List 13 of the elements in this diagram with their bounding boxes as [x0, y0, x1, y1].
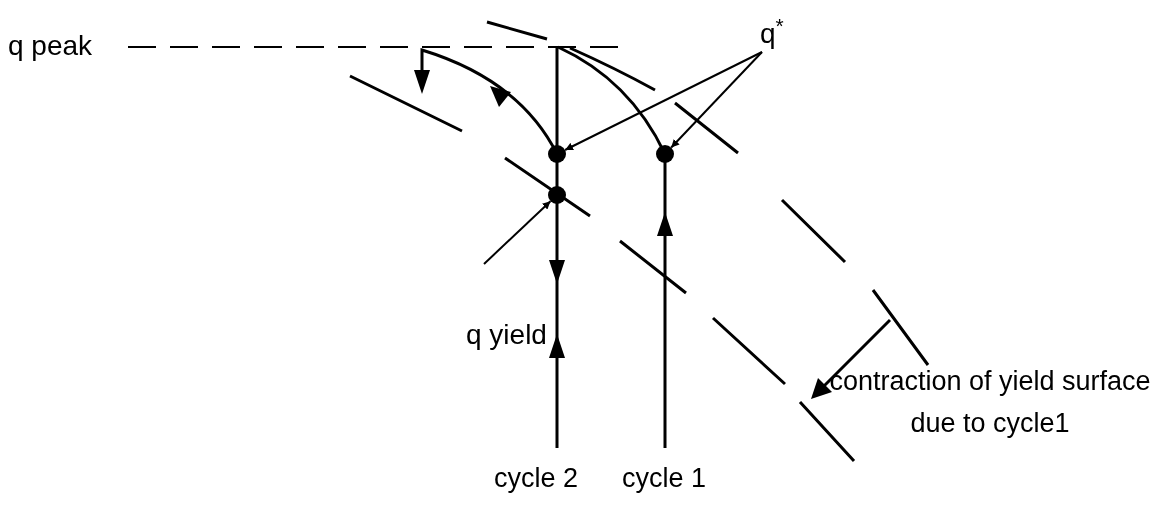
path-label: cycle 2	[494, 462, 580, 495]
point-label: q yield	[466, 318, 548, 352]
point-marker	[548, 186, 566, 204]
leader-line	[127, 46, 619, 48]
point-label: q peak	[8, 29, 94, 63]
point-marker	[548, 145, 566, 163]
arrow	[483, 200, 552, 265]
point-label: q$^{*}$	[760, 14, 785, 51]
arrow	[564, 51, 763, 151]
arrow	[670, 51, 763, 149]
path-label: cycle 1	[622, 462, 708, 495]
point-marker	[656, 145, 674, 163]
annotation-text: contraction of yield surface due to cycle1	[828, 365, 1152, 440]
